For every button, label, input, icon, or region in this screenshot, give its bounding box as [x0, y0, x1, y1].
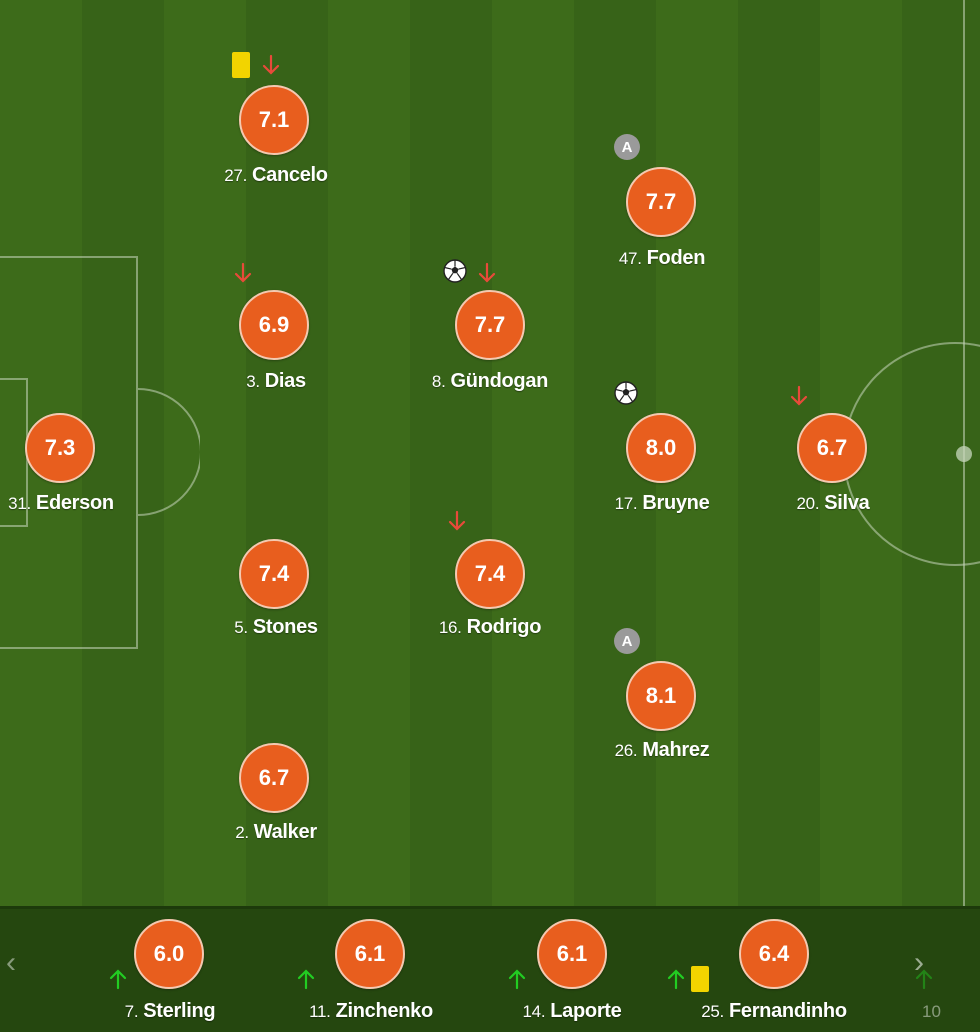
rating-badge: 6.0 [134, 919, 204, 989]
rating-badge: 7.4 [455, 539, 525, 609]
player-label: 17.Bruyne [614, 492, 710, 514]
assist-icon: A [614, 628, 640, 654]
rating-badge: 7.1 [239, 85, 309, 155]
rating-badge: 6.1 [335, 919, 405, 989]
rating-badge: 7.3 [25, 413, 95, 483]
rating-badge: 6.9 [239, 290, 309, 360]
player-label: 47.Foden [618, 247, 706, 269]
yellow-card-icon [232, 52, 250, 78]
player-label: 27.Cancelo [224, 164, 328, 186]
player-label: 14.Laporte [522, 1000, 622, 1022]
subbed-off-icon [234, 262, 252, 283]
subbed-on-icon [109, 969, 127, 990]
subbed-off-icon [478, 262, 496, 283]
player-label: 3.Dias [246, 370, 306, 392]
subbed-off-icon [448, 510, 466, 531]
rating-badge: 6.7 [239, 743, 309, 813]
subbed-on-icon [667, 969, 685, 990]
rating-badge: 7.4 [239, 539, 309, 609]
rating-badge: 6.7 [797, 413, 867, 483]
subbed-off-icon [262, 54, 280, 75]
rating-badge: 7.7 [455, 290, 525, 360]
goal-ball-icon [614, 381, 638, 405]
yellow-card-icon [691, 966, 709, 992]
player-label: 25.Fernandinho [701, 1000, 847, 1022]
penalty-arc [138, 388, 200, 516]
goal-ball-icon [443, 259, 467, 283]
player-label: 5.Stones [234, 616, 318, 638]
player-label: 2.Walker [235, 821, 317, 843]
player-label: 16.Rodrigo [438, 616, 542, 638]
player-label: 7.Sterling [124, 1000, 216, 1022]
center-spot [956, 446, 972, 462]
player-label: 20.Silva [796, 492, 870, 514]
assist-icon: A [614, 134, 640, 160]
rating-badge: 6.4 [739, 919, 809, 989]
player-label: 11.Zinchenko [309, 1000, 433, 1022]
next-arrow-icon[interactable]: › [914, 946, 924, 979]
player-number: 10 [922, 1002, 941, 1021]
subbed-on-icon [297, 969, 315, 990]
sub-partial[interactable]: 10 [912, 926, 980, 1032]
prev-arrow-icon[interactable]: ‹ [6, 946, 16, 979]
divider [0, 906, 980, 909]
player-label: 26.Mahrez [614, 739, 710, 761]
subbed-on-icon [508, 969, 526, 990]
player-label: 8.Gündogan [431, 370, 549, 392]
subbed-on-icon [915, 969, 933, 990]
rating-badge: 8.1 [626, 661, 696, 731]
pitch: 7.1 27.Cancelo 6.9 3.Dias 7.3 31.Ederson… [0, 0, 980, 906]
player-label: 31.Ederson [8, 492, 114, 514]
rating-badge: 6.1 [537, 919, 607, 989]
rating-badge: 7.7 [626, 167, 696, 237]
rating-badge: 8.0 [626, 413, 696, 483]
substitutes-bar: ‹ 6.0 7.Sterling 6.1 11.Zinchenko 6.1 14… [0, 906, 980, 1032]
penalty-box [0, 256, 138, 649]
subbed-off-icon [790, 385, 808, 406]
